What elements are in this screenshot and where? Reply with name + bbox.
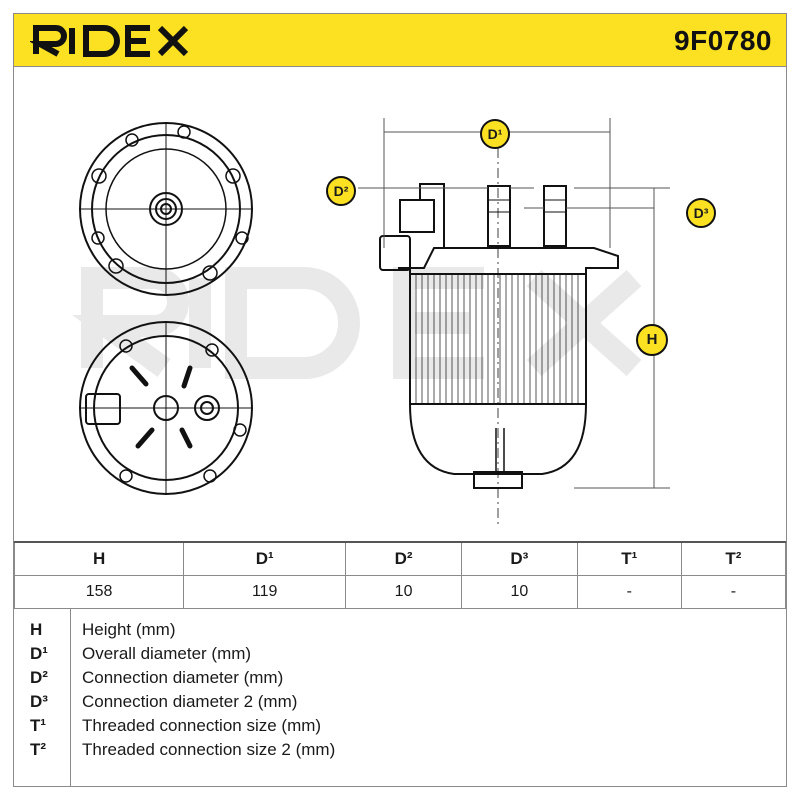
specs-header: T²: [680, 541, 787, 576]
legend-item: T² Threaded connection size 2 (mm): [14, 740, 786, 764]
dimension-badge-d2: D²: [326, 176, 356, 206]
dimension-badge-d3: D³: [686, 198, 716, 228]
header-band: 9F0780: [13, 13, 787, 67]
legend-code: D³: [30, 692, 48, 711]
legend-divider: [70, 608, 71, 786]
legend-item: T¹ Threaded connection size (mm): [14, 716, 786, 740]
top-view-drawing: [79, 122, 253, 296]
legend-code: T²: [30, 740, 47, 759]
ridex-logo-icon: [28, 25, 189, 57]
specs-value: 10: [460, 574, 578, 609]
specs-header-row: H D¹ D² D³ T¹ T²: [13, 541, 787, 576]
side-view-drawing: [379, 128, 619, 528]
legend-desc: Connection diameter 2 (mm): [82, 692, 298, 711]
legend-item: D¹ Overall diameter (mm): [14, 644, 786, 668]
specs-header: D¹: [183, 541, 347, 576]
technical-drawing: [72, 118, 670, 528]
specs-value: -: [680, 574, 787, 609]
legend-desc: Threaded connection size 2 (mm): [82, 740, 336, 759]
brand-logo: [28, 23, 210, 62]
dimension-badge-d1: D¹: [480, 119, 510, 149]
legend-item: H Height (mm): [14, 620, 786, 644]
legend-item: D³ Connection diameter 2 (mm): [14, 692, 786, 716]
legend-code: D¹: [30, 644, 48, 663]
bottom-view-drawing: [79, 321, 253, 495]
specs-header: D²: [345, 541, 462, 576]
specs-table: H D¹ D² D³ T¹ T² 158 119 10 10 - -: [13, 541, 787, 609]
specs-value-row: 158 119 10 10 - -: [13, 574, 787, 609]
legend: H Height (mm) D¹ Overall diameter (mm) D…: [14, 608, 786, 786]
legend-desc: Overall diameter (mm): [82, 644, 252, 663]
legend-desc: Threaded connection size (mm): [82, 716, 322, 735]
specs-value: -: [576, 574, 682, 609]
specs-value: 10: [345, 574, 462, 609]
legend-code: D²: [30, 668, 48, 687]
part-number: 9F0780: [674, 25, 772, 56]
legend-code: T¹: [30, 716, 47, 735]
specs-value: 158: [13, 574, 185, 609]
specs-header: D³: [460, 541, 578, 576]
legend-code: H: [30, 620, 43, 639]
specs-value: 119: [183, 574, 347, 609]
legend-desc: Height (mm): [82, 620, 176, 639]
watermark-logo-icon: [72, 267, 642, 379]
legend-item: D² Connection diameter (mm): [14, 668, 786, 692]
legend-desc: Connection diameter (mm): [82, 668, 284, 687]
dimension-badge-h: H: [636, 324, 668, 356]
specs-header: H: [13, 541, 185, 576]
content-frame: [13, 67, 787, 787]
specs-header: T¹: [576, 541, 682, 576]
